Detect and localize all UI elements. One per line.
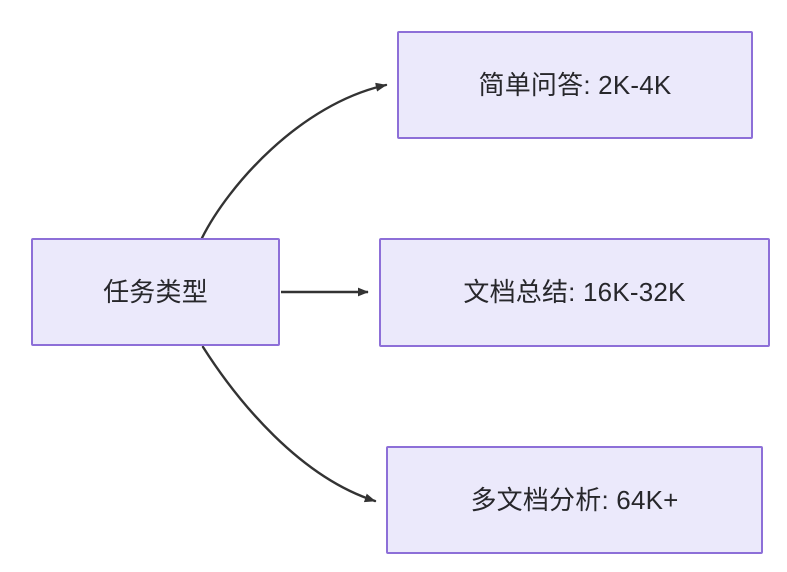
node-task-type-label: 任务类型 (103, 276, 208, 307)
edge-root-to-multi-doc (201, 345, 377, 503)
node-simple-qa[interactable]: 简单问答: 2K-4K (397, 31, 753, 139)
node-document-summary[interactable]: 文档总结: 16K-32K (379, 238, 770, 347)
edge-root-to-simple-qa (200, 82, 388, 240)
node-task-type[interactable]: 任务类型 (31, 238, 280, 346)
node-multi-document-analysis[interactable]: 多文档分析: 64K+ (386, 446, 763, 554)
node-document-summary-label: 文档总结: 16K-32K (463, 277, 686, 308)
node-multi-document-analysis-label: 多文档分析: 64K+ (470, 484, 679, 515)
node-simple-qa-label: 简单问答: 2K-4K (478, 69, 672, 100)
